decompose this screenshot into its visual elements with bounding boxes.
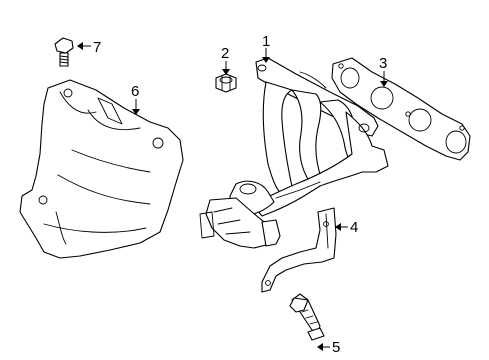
callout-5: 5	[317, 339, 340, 356]
callout-7-label: 7	[93, 39, 101, 56]
callout-5-label: 5	[332, 339, 340, 356]
exhaust-manifold	[199, 57, 389, 249]
callout-6-label: 6	[131, 83, 139, 100]
callout-3: 3	[379, 55, 388, 87]
heat-shield	[19, 79, 184, 259]
callout-7: 7	[77, 39, 101, 56]
callout-4: 4	[335, 219, 358, 236]
callout-4-label: 4	[350, 219, 358, 236]
callout-6: 6	[131, 83, 140, 115]
gasket-3	[331, 57, 471, 161]
callout-2-label: 2	[221, 45, 229, 62]
callout-1: 1	[262, 33, 270, 63]
callout-3-label: 3	[379, 55, 387, 72]
nut-2	[215, 73, 237, 93]
callout-2: 2	[221, 45, 230, 75]
bolt-7	[54, 37, 74, 67]
bracket-4	[261, 207, 337, 293]
callout-1-label: 1	[262, 33, 270, 50]
bolt-5	[289, 293, 325, 341]
